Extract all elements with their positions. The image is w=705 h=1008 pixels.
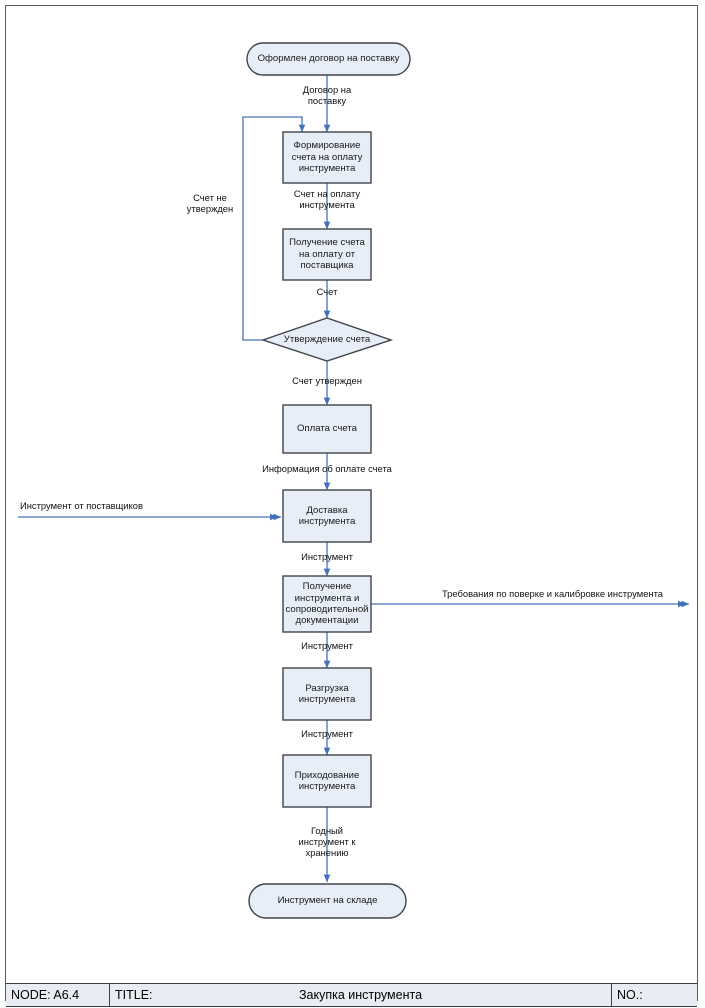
node-shape-approve xyxy=(260,317,394,362)
node-shape-pay xyxy=(282,404,372,454)
title-block-title-label: TITLE: xyxy=(115,988,153,1002)
node-shape-getdocs xyxy=(282,575,372,633)
external-input-second-arrowhead xyxy=(270,513,278,521)
node-shape-form xyxy=(282,131,372,184)
title-block: NODE: A6.4 TITLE: Закупка инструмента NO… xyxy=(6,983,697,1007)
boundary-arrowheads xyxy=(270,513,686,608)
title-block-title-value: Закупка инструмента xyxy=(298,988,423,1002)
external-output-second-arrowhead xyxy=(678,600,686,608)
node-shape-unload xyxy=(282,667,372,721)
edge-approve-reject-loop xyxy=(242,116,306,341)
node-shape-receive xyxy=(282,228,372,281)
title-block-node-cell: NODE: A6.4 xyxy=(6,984,110,1006)
node-shape-income xyxy=(282,754,372,808)
title-block-title-cell: TITLE: Закупка инструмента xyxy=(110,984,612,1006)
title-block-no-cell: NO.: xyxy=(617,988,643,1002)
node-shape-start xyxy=(246,42,411,76)
node-shape-end xyxy=(248,883,407,919)
node-shape-delivery xyxy=(282,489,372,543)
